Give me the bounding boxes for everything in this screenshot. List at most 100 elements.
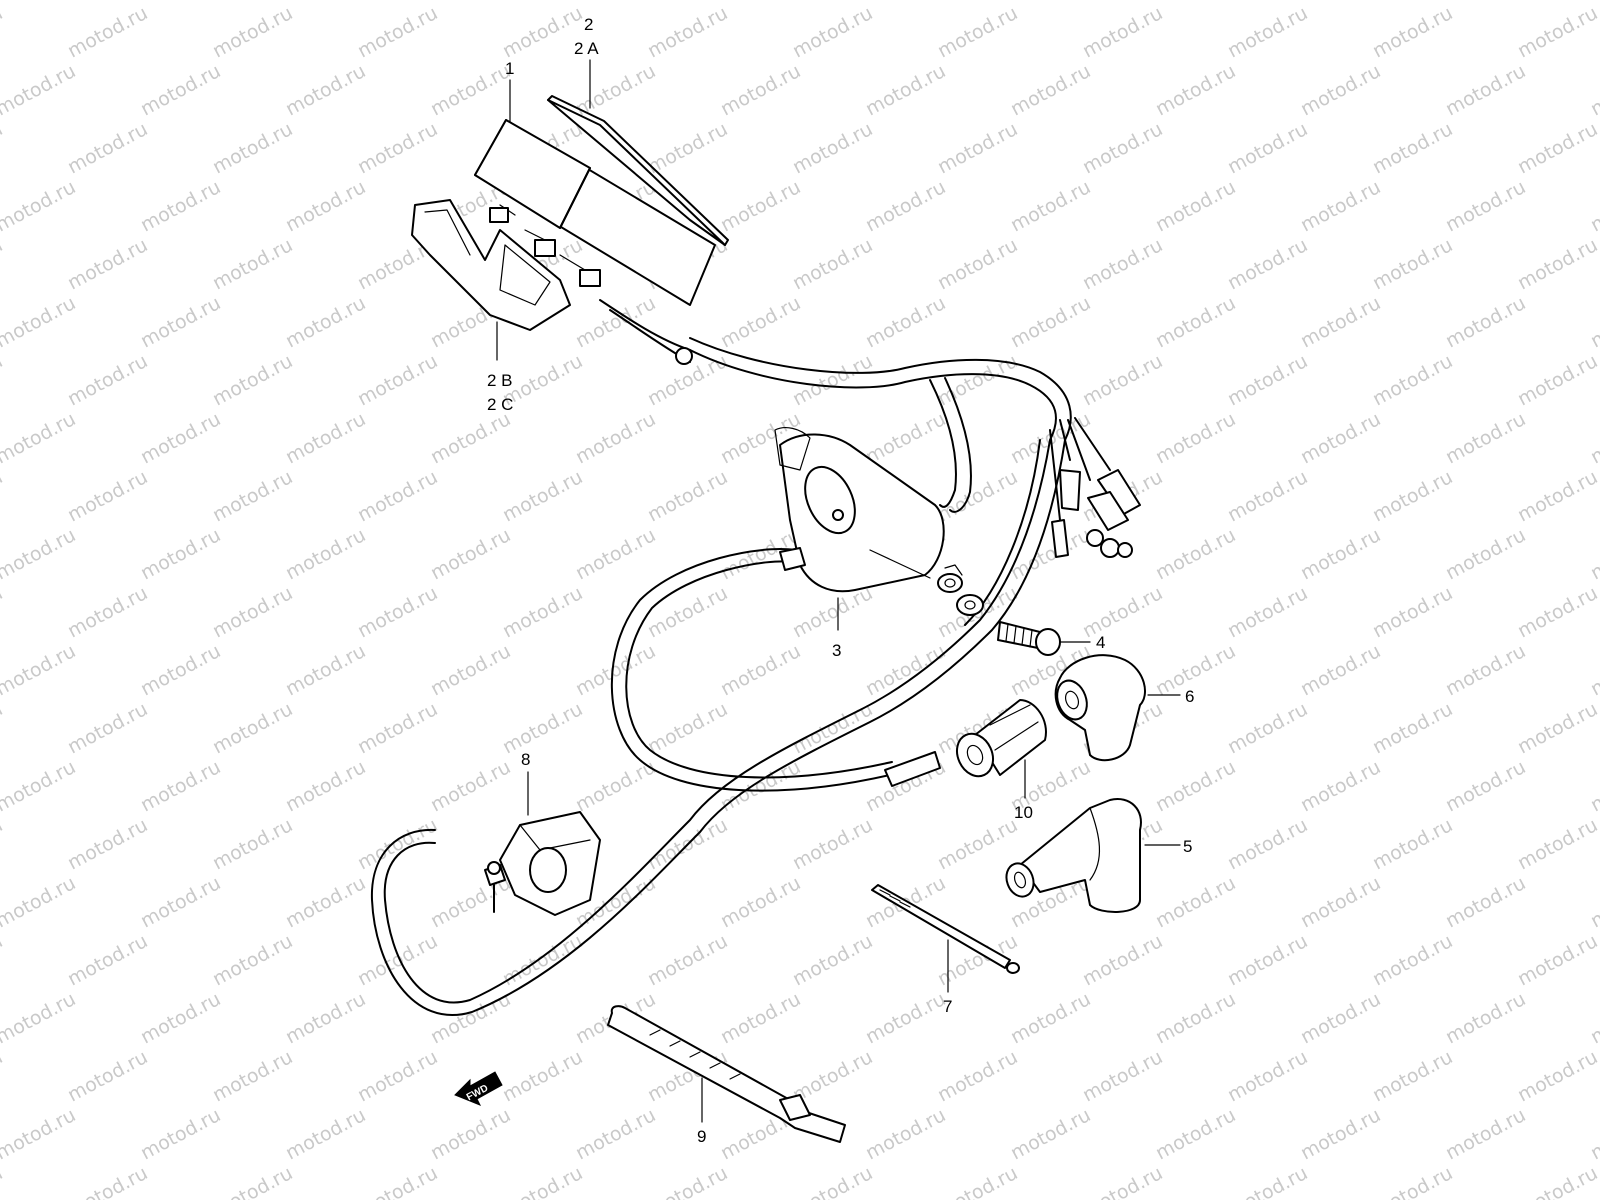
watermark-text: motod.ru: [1369, 814, 1456, 874]
watermark-text: motod.ru: [499, 930, 586, 990]
harness-connectors: [1049, 417, 1141, 558]
watermark-text: motod.ru: [1369, 1046, 1456, 1106]
callout-9: 9: [697, 1127, 706, 1146]
watermark-text: motod.ru: [0, 408, 79, 468]
watermark-text: motod.ru: [1152, 0, 1239, 4]
watermark-text: motod.ru: [1442, 640, 1529, 700]
watermark-text: motod.ru: [209, 698, 296, 758]
watermark-text: motod.ru: [209, 118, 296, 178]
watermark-text: motod.ru: [1514, 234, 1600, 294]
watermark-text: motod.ru: [209, 814, 296, 874]
watermark-text: motod.ru: [354, 466, 441, 526]
leader-lines: [496, 59, 1181, 1123]
watermark-text: motod.ru: [499, 698, 586, 758]
watermark-text: motod.ru: [789, 234, 876, 294]
watermark-text: motod.ru: [499, 1162, 586, 1200]
watermark-text: motod.ru: [64, 350, 151, 410]
watermark-text: motod.ru: [1224, 930, 1311, 990]
watermark-text: motod.ru: [209, 1162, 296, 1200]
watermark-text: motod.ru: [354, 582, 441, 642]
watermark-text: motod.ru: [0, 2, 6, 62]
watermark-text: motod.ru: [499, 582, 586, 642]
watermark-text: motod.ru: [1152, 1104, 1239, 1164]
watermark-text: motod.ru: [1224, 814, 1311, 874]
harness-clamp: [484, 811, 601, 916]
watermark-text: motod.ru: [64, 118, 151, 178]
watermark-text: motod.ru: [1079, 582, 1166, 642]
watermark-text: motod.ru: [1587, 408, 1600, 468]
watermark-text: motod.ru: [644, 2, 731, 62]
watermark-text: motod.ru: [717, 0, 804, 4]
watermark-text: motod.ru: [0, 756, 79, 816]
watermark-text: motod.ru: [209, 930, 296, 990]
watermark-text: motod.ru: [934, 1046, 1021, 1106]
watermark-text: motod.ru: [282, 408, 369, 468]
watermark-text: motod.ru: [717, 292, 804, 352]
watermark-text: motod.ru: [137, 872, 224, 932]
watermark-text: motod.ru: [1297, 524, 1384, 584]
watermark-text: motod.ru: [1514, 698, 1600, 758]
watermark-text: motod.ru: [209, 2, 296, 62]
callout-3: 3: [832, 641, 841, 660]
watermark-text: motod.ru: [1369, 350, 1456, 410]
coil-mount-bolt: [997, 621, 1061, 656]
watermark-text: motod.ru: [862, 1104, 949, 1164]
watermark-text: motod.ru: [934, 118, 1021, 178]
watermark-text: motod.ru: [0, 988, 79, 1048]
wire-harness: [370, 337, 1072, 1016]
watermark-text: motod.ru: [1514, 930, 1600, 990]
watermark-text: motod.ru: [354, 698, 441, 758]
callout-2c: 2 C: [487, 395, 513, 414]
watermark-text: motod.ru: [499, 466, 586, 526]
watermark-text: motod.ru: [354, 350, 441, 410]
watermark-text: motod.ru: [1079, 1046, 1166, 1106]
spark-plug-cap-elbow: [1054, 654, 1146, 762]
watermark-text: motod.ru: [0, 234, 6, 294]
large-strap: [607, 1005, 846, 1143]
watermark-text: motod.ru: [1587, 176, 1600, 236]
watermark-text: motod.ru: [1297, 640, 1384, 700]
watermark-text: motod.ru: [64, 1046, 151, 1106]
watermark-text: motod.ru: [209, 350, 296, 410]
watermark-text: motod.ru: [0, 292, 79, 352]
watermark-text: motod.ru: [137, 176, 224, 236]
watermark-text: motod.ru: [1007, 60, 1094, 120]
watermark-text: motod.ru: [282, 176, 369, 236]
watermark-text: motod.ru: [282, 292, 369, 352]
watermark-text: motod.ru: [717, 872, 804, 932]
watermark-text: motod.ru: [1587, 988, 1600, 1048]
watermark-text: motod.ru: [934, 814, 1021, 874]
watermark-text: motod.ru: [1514, 814, 1600, 874]
watermark-text: motod.ru: [1442, 872, 1529, 932]
watermark-text: motod.ru: [137, 756, 224, 816]
watermark-text: motod.ru: [789, 814, 876, 874]
watermark-text: motod.ru: [1224, 698, 1311, 758]
watermark-text: motod.ru: [934, 466, 1021, 526]
watermark-text: motod.ru: [1442, 1104, 1529, 1164]
watermark-text: motod.ru: [717, 176, 804, 236]
watermark-text: motod.ru: [1079, 2, 1166, 62]
watermark-text: motod.ru: [137, 1104, 224, 1164]
watermark-text: motod.ru: [1079, 350, 1166, 410]
small-cable-tie: [871, 884, 1020, 974]
watermark-text: motod.ru: [1224, 2, 1311, 62]
watermark-text: motod.ru: [1297, 988, 1384, 1048]
watermark-text: motod.ru: [137, 60, 224, 120]
watermark-text: motod.ru: [1297, 408, 1384, 468]
watermark-text: motod.ru: [427, 1104, 514, 1164]
watermark-text: motod.ru: [0, 814, 6, 874]
watermark-text: motod.ru: [1224, 1162, 1311, 1200]
watermark-text: motod.ru: [64, 930, 151, 990]
watermark-text: motod.ru: [1152, 988, 1239, 1048]
watermark-text: motod.ru: [644, 1162, 731, 1200]
watermark-text: motod.ru: [209, 1046, 296, 1106]
watermark-text: motod.ru: [354, 1162, 441, 1200]
watermark-text: motod.ru: [1297, 176, 1384, 236]
watermark-text: motod.ru: [1442, 988, 1529, 1048]
watermark-text: motod.ru: [1369, 234, 1456, 294]
watermark-text: motod.ru: [1442, 60, 1529, 120]
watermark-text: motod.ru: [1297, 756, 1384, 816]
callout-2a: 2 A: [574, 39, 599, 58]
